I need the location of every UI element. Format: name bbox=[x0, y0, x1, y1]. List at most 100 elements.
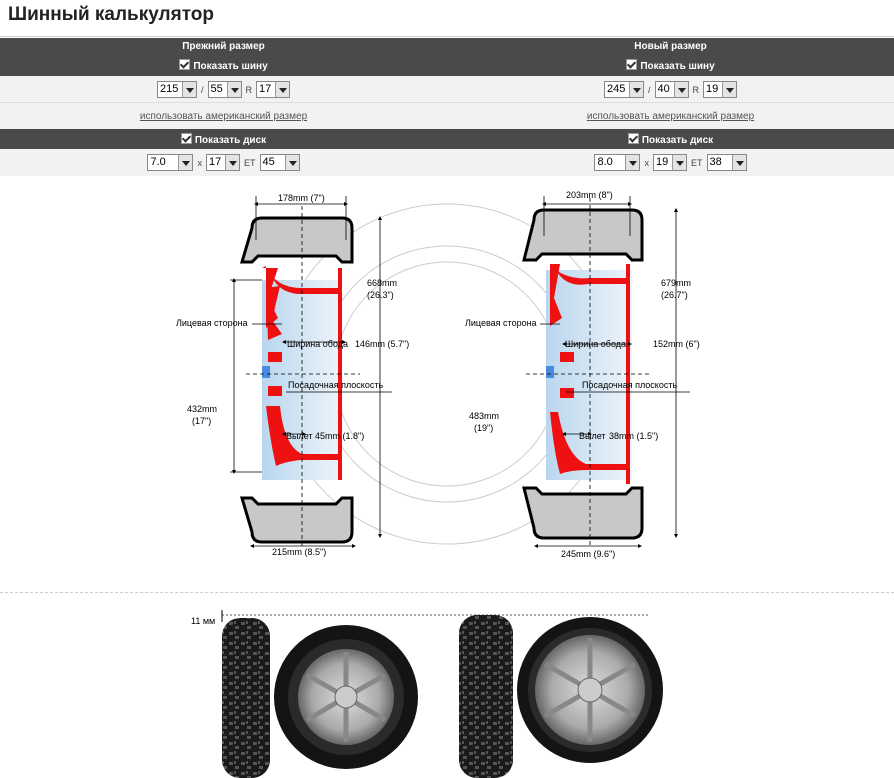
old-rim-top-dim: 178mm (7") bbox=[278, 193, 325, 203]
new-et-select[interactable]: 38 bbox=[706, 154, 747, 171]
new-show-disk-checkbox[interactable] bbox=[627, 133, 639, 144]
slash-separator: / bbox=[647, 84, 651, 95]
section-divider bbox=[0, 592, 894, 593]
chevron-down-icon bbox=[628, 82, 643, 97]
old-mount-plane: Посадочная плоскость bbox=[288, 380, 383, 390]
old-offset-label: Вылет bbox=[286, 431, 313, 441]
chevron-down-icon bbox=[625, 155, 640, 170]
new-rim-diam: 483mm bbox=[469, 411, 499, 421]
old-show-disk[interactable]: Показать диск bbox=[0, 133, 447, 146]
old-show-disk-checkbox[interactable] bbox=[180, 133, 192, 144]
new-width-value: 245 bbox=[606, 83, 626, 95]
old-rim-diameter-select[interactable]: 17 bbox=[205, 154, 240, 171]
old-profile-select[interactable]: 55 bbox=[207, 81, 242, 98]
tire-header-bar: Прежний размер Новый размер Показать шин… bbox=[0, 38, 894, 76]
tire-size-row: 215 / 55 R 17 245 / 40 R 19 bbox=[0, 76, 894, 103]
new-american-size-link[interactable]: использовать американский размер bbox=[586, 111, 755, 122]
old-dimension-lines bbox=[230, 196, 392, 548]
old-wheel-image bbox=[222, 618, 418, 778]
chevron-down-icon bbox=[731, 155, 746, 170]
chevron-down-icon bbox=[284, 155, 299, 170]
new-show-disk[interactable]: Показать диск bbox=[447, 133, 894, 146]
title-divider bbox=[0, 36, 894, 37]
new-profile-value: 40 bbox=[657, 83, 670, 95]
wheel-comparison-images: 11 мм bbox=[191, 610, 663, 778]
new-height-dim: 679mm bbox=[661, 278, 691, 288]
new-face-side: Лицевая сторона bbox=[465, 318, 537, 328]
old-size-heading: Прежний размер bbox=[182, 41, 265, 52]
new-rim-diameter-value: 19 bbox=[655, 156, 669, 168]
new-rim-diameter-select[interactable]: 19 bbox=[652, 154, 687, 171]
old-face-side: Лицевая сторона bbox=[176, 318, 248, 328]
old-profile-value: 55 bbox=[210, 83, 223, 95]
chevron-down-icon bbox=[722, 82, 736, 97]
old-rim-diameter-value: 17 bbox=[208, 156, 222, 168]
chevron-down-icon bbox=[224, 155, 239, 170]
tire-cross-section-diagram: 178mm (7") 668mm (26.3") Лицевая сторона… bbox=[0, 190, 894, 566]
page-title: Шинный калькулятор bbox=[8, 4, 214, 25]
r-label: R bbox=[245, 84, 253, 95]
old-rim-diam: 432mm bbox=[187, 404, 217, 414]
new-height-dim-in: (26.7") bbox=[661, 290, 688, 300]
new-size-heading: Новый размер bbox=[634, 41, 707, 52]
x-separator: x bbox=[644, 157, 649, 168]
chevron-down-icon bbox=[181, 82, 196, 97]
old-show-disk-label: Показать диск bbox=[194, 135, 267, 146]
new-diameter-value: 19 bbox=[706, 83, 719, 95]
chevron-down-icon bbox=[275, 82, 289, 97]
new-tire-width-dim: 245mm (9.6") bbox=[561, 549, 615, 559]
new-tire-selects: 245 / 40 R 19 bbox=[447, 81, 894, 98]
old-rim-width-value: 146mm (5.7") bbox=[355, 339, 409, 349]
new-offset-label: Вылет bbox=[579, 431, 606, 441]
american-size-row: использовать американский размер использ… bbox=[0, 103, 894, 130]
old-show-tire[interactable]: Показать шину bbox=[0, 59, 447, 72]
disk-size-row: 7.0 x 17 ET 45 8.0 x 19 ET 38 bbox=[0, 149, 894, 176]
new-rim-width-value: 152mm (6") bbox=[653, 339, 700, 349]
new-rim-top-dim: 203mm (8") bbox=[566, 190, 613, 200]
new-dimension-lines bbox=[534, 196, 690, 548]
chevron-down-icon bbox=[671, 155, 686, 170]
et-label: ET bbox=[243, 157, 256, 168]
old-show-tire-label: Показать шину bbox=[193, 61, 268, 72]
new-rim-width-label: Ширина обода bbox=[565, 339, 626, 349]
new-et-value: 38 bbox=[709, 156, 722, 168]
old-show-tire-checkbox[interactable] bbox=[179, 59, 191, 70]
new-tire-section bbox=[522, 198, 650, 548]
old-rim-diam-in: (17") bbox=[192, 416, 211, 426]
old-rim-width-select[interactable]: 7.0 bbox=[147, 154, 194, 171]
chevron-down-icon bbox=[673, 82, 688, 97]
new-mount-plane: Посадочная плоскость bbox=[582, 380, 677, 390]
old-et-value: 45 bbox=[262, 156, 275, 168]
new-width-select[interactable]: 245 bbox=[603, 81, 644, 98]
old-tire-section bbox=[239, 206, 360, 546]
old-american-size-link[interactable]: использовать американский размер bbox=[139, 111, 308, 122]
old-width-value: 215 bbox=[159, 83, 179, 95]
new-diameter-select[interactable]: 19 bbox=[703, 81, 737, 98]
old-diameter-select[interactable]: 17 bbox=[256, 81, 290, 98]
disk-header-bar: Показать диск Показать диск bbox=[0, 129, 894, 149]
new-wheel-image bbox=[459, 615, 663, 778]
old-et-select[interactable]: 45 bbox=[259, 154, 300, 171]
old-height-dim-in: (26.3") bbox=[367, 290, 394, 300]
old-rim-width-label: Ширина обода bbox=[287, 339, 348, 349]
chevron-down-icon bbox=[178, 155, 193, 170]
new-show-disk-label: Показать диск bbox=[641, 135, 714, 146]
new-rim-width-select[interactable]: 8.0 bbox=[594, 154, 641, 171]
new-offset-value: 38mm (1.5") bbox=[609, 431, 658, 441]
et-label: ET bbox=[690, 157, 703, 168]
old-offset-value: 45mm (1.8") bbox=[315, 431, 364, 441]
new-profile-select[interactable]: 40 bbox=[654, 81, 689, 98]
old-rim-width-value: 7.0 bbox=[150, 156, 166, 168]
new-show-tire-checkbox[interactable] bbox=[626, 59, 638, 70]
r-label: R bbox=[692, 84, 700, 95]
chevron-down-icon bbox=[226, 82, 241, 97]
old-height-dim: 668mm bbox=[367, 278, 397, 288]
old-width-select[interactable]: 215 bbox=[156, 81, 197, 98]
old-diameter-value: 17 bbox=[259, 83, 272, 95]
new-disk-selects: 8.0 x 19 ET 38 bbox=[447, 154, 894, 171]
new-show-tire[interactable]: Показать шину bbox=[447, 59, 894, 72]
new-rim-width-value: 8.0 bbox=[597, 156, 613, 168]
clearance-label: 11 мм bbox=[191, 616, 215, 626]
